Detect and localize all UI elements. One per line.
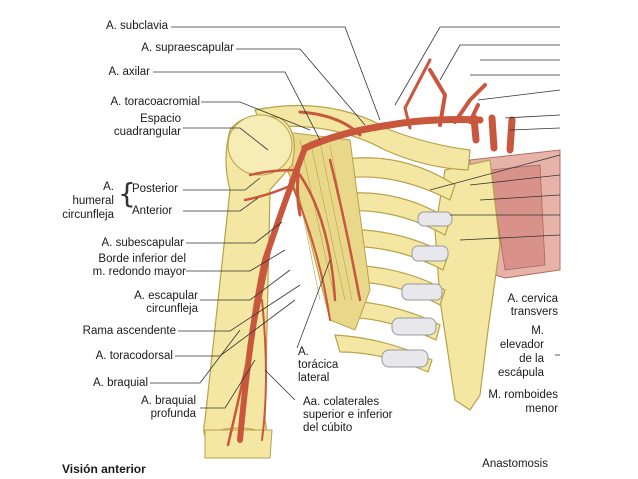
label-anterior: Anterior xyxy=(132,205,173,217)
humeral-head xyxy=(227,114,293,176)
label-braquial-prof-1: A. braquial xyxy=(141,395,196,407)
label-supraescapular: A. supraescapular xyxy=(141,42,234,54)
costal-cartilages xyxy=(381,211,453,368)
label-borde-1: Borde inferior del xyxy=(98,253,186,265)
leader-lines xyxy=(150,26,561,409)
label-subclavia: A. subclavia xyxy=(105,20,168,32)
label-posterior: Posterior xyxy=(132,183,179,195)
label-borde-2: m. redondo mayor xyxy=(92,266,186,278)
label-elevador-1: M. xyxy=(531,325,544,337)
arteries xyxy=(226,58,487,447)
label-espacio-1: Espacio xyxy=(140,113,181,125)
label-cervical-1: A. cervica xyxy=(507,293,559,305)
label-rama: Rama ascendente xyxy=(82,325,176,337)
label-elevador-2: elevador xyxy=(499,339,544,351)
label-romboides-1: M. romboides xyxy=(488,389,558,401)
label-anastomosis: Anastomosis xyxy=(482,458,548,470)
label-colaterales-1: Aa. colaterales xyxy=(303,396,380,408)
label-colaterales-2: superior e inferior xyxy=(303,409,393,421)
label-braquial-prof-2: profunda xyxy=(150,408,196,420)
label-toracica-2: torácica xyxy=(298,359,339,371)
branches-vertical xyxy=(470,114,516,154)
label-toracica-3: lateral xyxy=(298,372,330,384)
label-romboides-2: menor xyxy=(525,403,558,415)
label-elevador-3: de la xyxy=(519,353,544,365)
label-elevador-4: escápula xyxy=(497,367,544,379)
label-humeral-1: A. xyxy=(103,181,114,193)
label-humeral-2: humeral xyxy=(72,195,114,207)
label-subescapular: A. subescapular xyxy=(101,237,184,249)
label-toracoacromial: A. toracoacromial xyxy=(110,96,200,108)
clavicle xyxy=(254,104,471,171)
muscle-levator xyxy=(489,164,546,271)
label-espacio-2: cuadrangular xyxy=(113,126,181,138)
label-braquial: A. braquial xyxy=(93,377,148,389)
label-colaterales-3: del cúbito xyxy=(303,422,353,434)
label-escapular-2: circunfleja xyxy=(146,303,198,315)
bracket-icon: { xyxy=(118,177,136,210)
label-escapular-1: A. escapular xyxy=(134,290,198,302)
label-humeral-3: circunfleja xyxy=(62,209,114,221)
label-cervical-2: transvers xyxy=(510,306,558,318)
forearm xyxy=(204,429,273,459)
label-axilar: A. axilar xyxy=(108,66,150,78)
label-toracica-1: A. xyxy=(298,346,309,358)
figure-caption: Visión anterior xyxy=(62,462,146,476)
label-toracodorsal: A. toracodorsal xyxy=(95,350,173,362)
